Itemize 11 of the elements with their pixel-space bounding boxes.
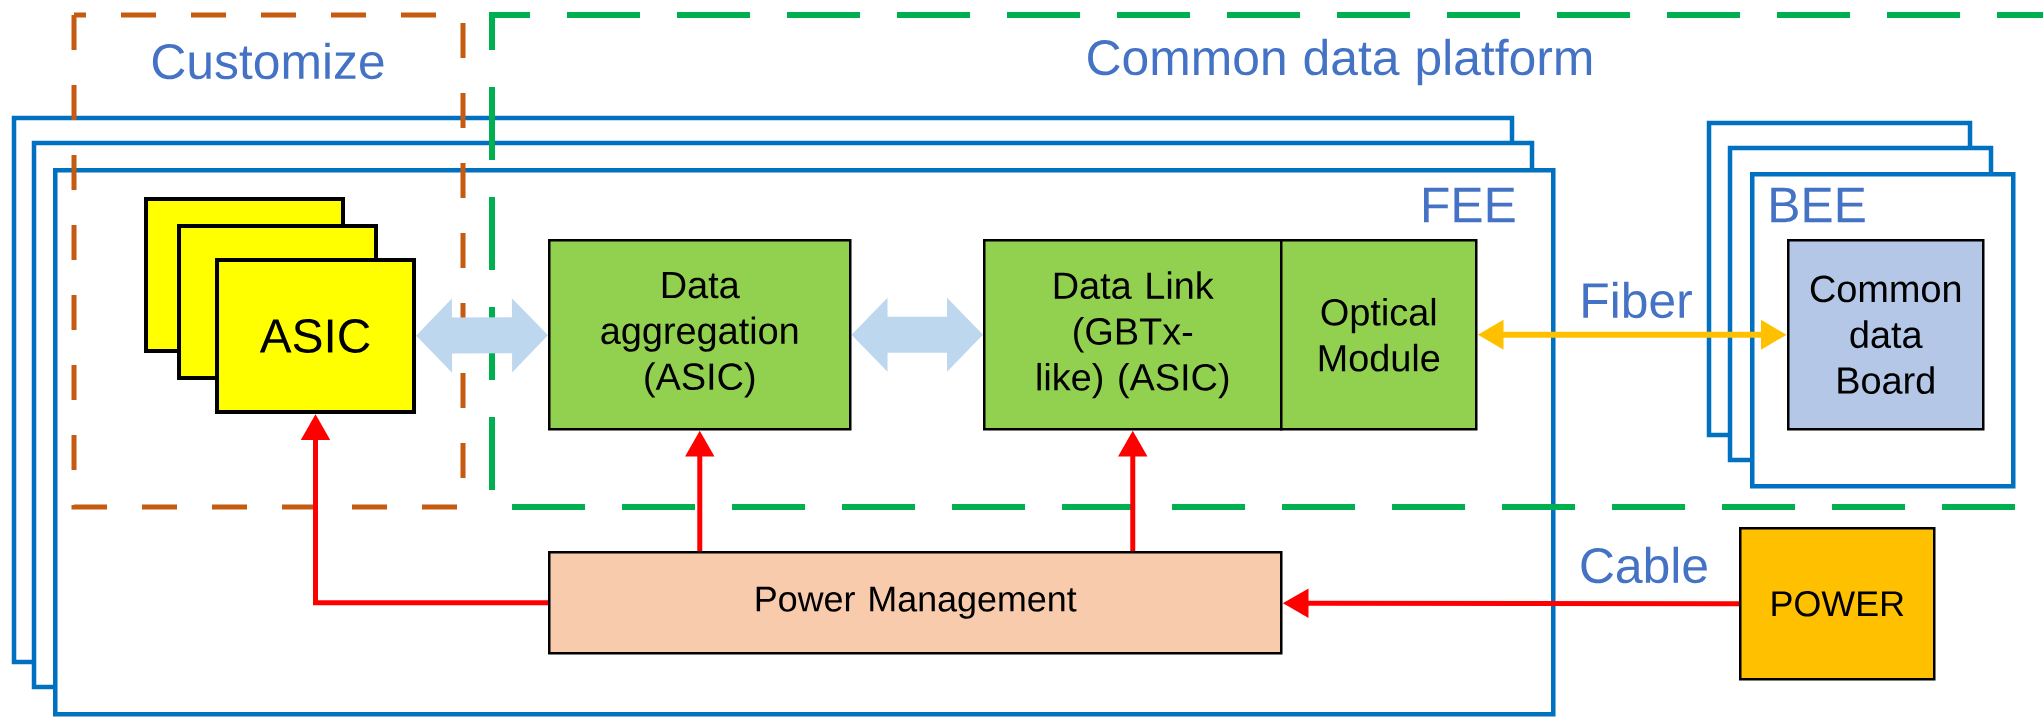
block-box: Common data Board xyxy=(1787,239,1985,431)
power-box: POWER xyxy=(1739,527,1936,681)
block-box: Optical Module xyxy=(1280,239,1478,431)
region-heading: Common data platform xyxy=(1088,38,1592,86)
region-heading: Customize xyxy=(152,42,384,80)
edge-label: Fiber xyxy=(1577,279,1695,321)
edge-label: Cable xyxy=(1576,544,1712,586)
block-box: Data aggregation (ASIC) xyxy=(548,239,852,431)
block-box: Power Management xyxy=(548,551,1283,655)
stacked-chip-box: ASIC xyxy=(144,197,416,414)
block-box: Data Link (GBTx-like) (ASIC) xyxy=(983,239,1283,431)
